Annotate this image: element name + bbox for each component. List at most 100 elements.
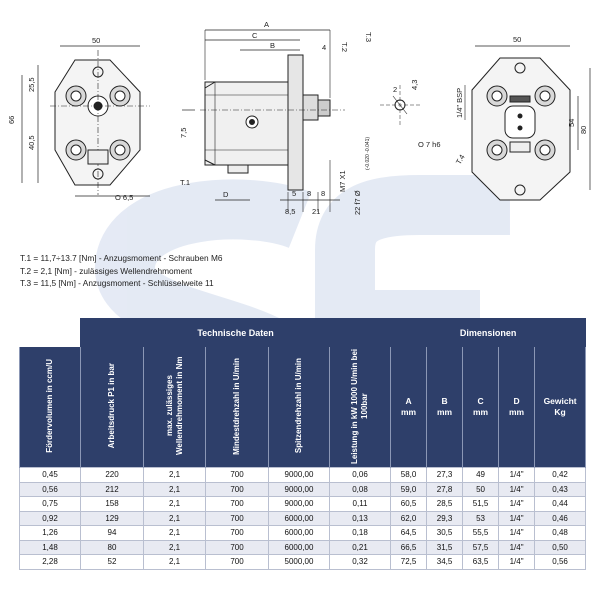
table-cell: 0,06 — [328, 467, 392, 483]
table-cell: 9000,00 — [268, 467, 330, 483]
table-cell: 55,5 — [462, 525, 500, 541]
dim-b: B — [270, 41, 275, 50]
table-cell: 0,45 — [19, 467, 81, 483]
dim-4: 4 — [322, 43, 326, 52]
table-row: 0,56 212 2,1 700 9000,00 0,08 59,0 27,8 … — [19, 481, 587, 497]
dim-7h6: O 7 h6 — [418, 140, 441, 149]
table-cell: 700 — [205, 496, 269, 512]
table-cell: 80 — [80, 539, 144, 555]
dim-front-66: 66 — [7, 116, 16, 124]
table-cell: 0,46 — [534, 510, 587, 526]
table-cell: 31,5 — [426, 539, 464, 555]
table-cell: 2,1 — [143, 510, 206, 526]
side-view — [182, 29, 345, 212]
group-header-dimensions: Dimensionen — [390, 318, 587, 347]
table-cell: 1,48 — [19, 539, 81, 555]
table-cell: 212 — [80, 481, 144, 497]
dim-shaft-tol: (-0.020 -0.041) — [365, 137, 371, 170]
table-cell: 6000,00 — [268, 539, 330, 555]
table-cell: 0,11 — [328, 496, 392, 512]
col-header-leistung: Leistung in kW 1000 U/min bei 100bar — [328, 346, 392, 468]
table-cell: 60,5 — [390, 496, 428, 512]
front-view — [21, 45, 150, 197]
table-cell: 5000,00 — [268, 554, 330, 570]
dim-t1: T.1 — [180, 178, 190, 187]
table-cell: 0,18 — [328, 525, 392, 541]
table-cell: 27,8 — [426, 481, 464, 497]
table-cell: 94 — [80, 525, 144, 541]
table-cell: 58,0 — [390, 467, 428, 483]
dim-4-3: 4,3 — [410, 80, 419, 90]
table-cell: 30,5 — [426, 525, 464, 541]
table-row: 1,48 80 2,1 700 6000,00 0,21 66,5 31,5 5… — [19, 539, 587, 555]
dim-8a: 8 — [307, 189, 311, 198]
table-cell: 0,56 — [19, 481, 81, 497]
dim-front-width: 50 — [92, 36, 100, 45]
table-cell: 28,5 — [426, 496, 464, 512]
dim-front-25-5: 25,5 — [27, 77, 36, 92]
col-header-foerdervolumen: Fördervolumen in ccm/U — [19, 346, 81, 468]
table-cell: 700 — [205, 510, 269, 526]
table-cell: 51,5 — [462, 496, 500, 512]
table-cell: 0,43 — [534, 481, 587, 497]
table-cell: 64,5 — [390, 525, 428, 541]
table-cell: 59,0 — [390, 481, 428, 497]
table-cell: 9000,00 — [268, 481, 330, 497]
col-header-mindestdrehzahl: Mindestdrehzahl in U/min — [205, 346, 269, 468]
table-row: 2,28 52 2,1 700 5000,00 0,32 72,5 34,5 6… — [19, 554, 587, 570]
note-t2: T.2 = 2,1 [Nm] - zulässiges Wellendrehmo… — [20, 265, 193, 276]
table-cell: 2,1 — [143, 525, 206, 541]
dim-shaft: 22 f7 Ø — [353, 190, 362, 215]
table-cell: 700 — [205, 525, 269, 541]
table-cell: 6000,00 — [268, 510, 330, 526]
rear-view — [464, 45, 591, 201]
table-cell: 220 — [80, 467, 144, 483]
table-cell: 9000,00 — [268, 496, 330, 512]
group-header-technical: Technische Daten — [79, 318, 392, 347]
col-header-arbeitsdruck: Arbeitsdruck P1 in bar — [80, 346, 144, 468]
table-cell: 34,5 — [426, 554, 464, 570]
dim-m7: M7 X1 — [338, 170, 347, 192]
table-cell: 0,13 — [328, 510, 392, 526]
table-cell: 1/4" — [498, 525, 536, 541]
table-cell: 1/4" — [498, 510, 536, 526]
table-cell: 62,0 — [390, 510, 428, 526]
dim-54: 54 — [567, 119, 576, 127]
dim-8b: 8 — [321, 189, 325, 198]
table-cell: 129 — [80, 510, 144, 526]
dim-bsp: 1/4" BSP — [455, 88, 464, 118]
table-cell: 2,28 — [19, 554, 81, 570]
table-cell: 700 — [205, 481, 269, 497]
table-cell: 2,1 — [143, 467, 206, 483]
table-cell: 0,50 — [534, 539, 587, 555]
note-t3: T.3 = 11,5 [Nm] - Anzugsmoment - Schlüss… — [20, 278, 214, 288]
table-cell: 0,92 — [19, 510, 81, 526]
dim-t2: T.2 — [340, 42, 349, 52]
dim-80: 80 — [579, 126, 588, 134]
table-cell: 1/4" — [498, 496, 536, 512]
table-cell: 52 — [80, 554, 144, 570]
spec-table: Technische Daten Dimensionen Fördervolum… — [19, 318, 587, 570]
dim-c: C — [252, 31, 258, 40]
table-row: 1,26 94 2,1 700 6000,00 0,18 64,5 30,5 5… — [19, 525, 587, 541]
table-cell: 27,3 — [426, 467, 464, 483]
torque-notes: T.1 = 11,7÷13.7 [Nm] - Anzugsmoment - Sc… — [20, 252, 222, 290]
table-cell: 0,48 — [534, 525, 587, 541]
dim-front-hole: O 6,5 — [115, 193, 133, 202]
col-header-spitzendrehzahl: Spitzendrehzahl in U/min — [268, 346, 330, 468]
dim-2: 2 — [393, 85, 397, 94]
dim-5: 5 — [292, 189, 296, 198]
dim-front-40-5: 40,5 — [27, 135, 36, 150]
table-cell: 0,42 — [534, 467, 587, 483]
table-cell: 57,5 — [462, 539, 500, 555]
table-cell: 72,5 — [390, 554, 428, 570]
dim-8-5: 8,5 — [285, 207, 295, 216]
table-cell: 63,5 — [462, 554, 500, 570]
table-cell: 50 — [462, 481, 500, 497]
table-cell: 0,21 — [328, 539, 392, 555]
table-cell: 700 — [205, 467, 269, 483]
table-row: 0,92 129 2,1 700 6000,00 0,13 62,0 29,3 … — [19, 510, 587, 526]
